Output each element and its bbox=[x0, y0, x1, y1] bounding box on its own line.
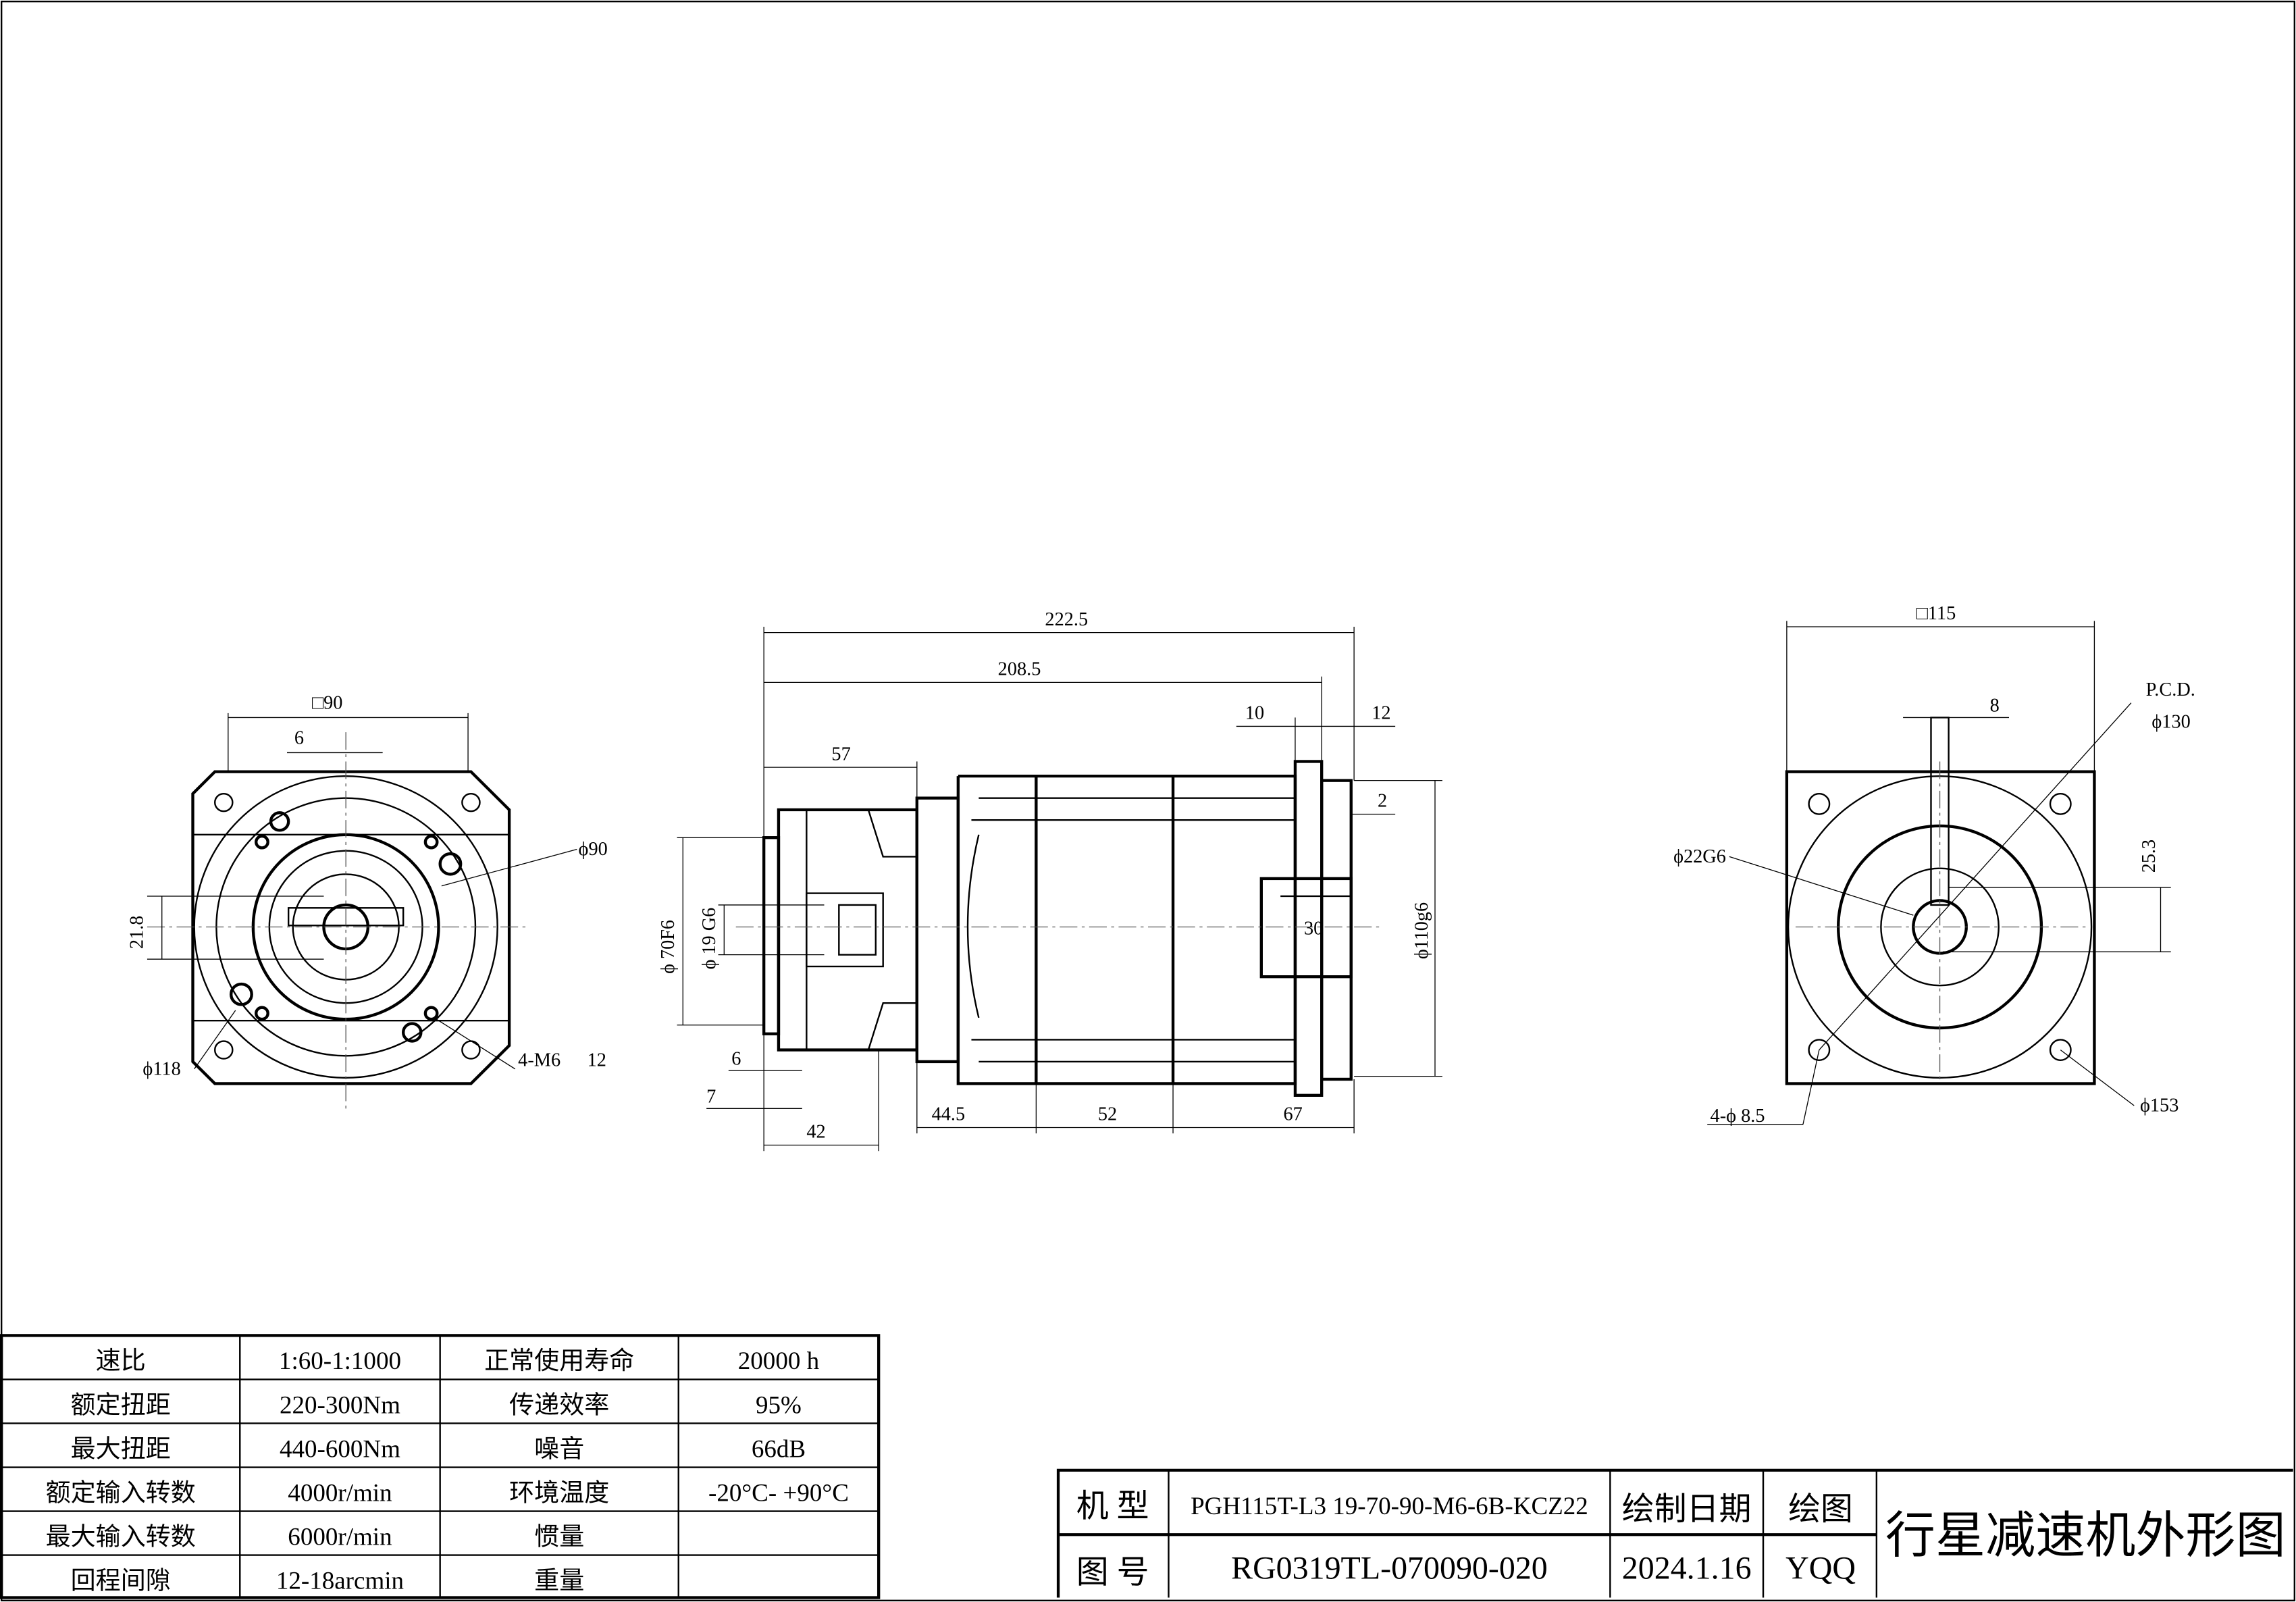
number-label: 图 号 bbox=[1076, 1555, 1149, 1591]
date-label: 绘制日期 bbox=[1622, 1492, 1752, 1528]
dim-front-thread: 4-M6 bbox=[518, 1050, 560, 1071]
drawer-label: 绘图 bbox=[1788, 1492, 1853, 1528]
spec-value: 12-18arcmin bbox=[276, 1567, 404, 1595]
spec-value: 4000r/min bbox=[288, 1478, 392, 1506]
spec-label: 惯量 bbox=[534, 1523, 584, 1551]
dim-front-depth: 12 bbox=[588, 1050, 606, 1071]
dim-rear-key-height: 25.3 bbox=[2139, 839, 2160, 873]
dim-7: 7 bbox=[706, 1087, 716, 1108]
spec-label: 环境温度 bbox=[509, 1478, 609, 1506]
spec-label: 最大扭距 bbox=[71, 1435, 171, 1462]
spec-label: 正常使用寿命 bbox=[484, 1347, 634, 1374]
dim-10: 10 bbox=[1245, 703, 1264, 724]
spec-value: 66dB bbox=[752, 1435, 806, 1462]
dim-front-dia-118: ϕ118 bbox=[142, 1059, 180, 1080]
dim-pcd: ϕ130 bbox=[2151, 712, 2190, 733]
spec-label: 重量 bbox=[534, 1567, 584, 1595]
dim-front-key-width: 6 bbox=[294, 728, 304, 749]
drawing-title: 行星减速机外形图 bbox=[1885, 1507, 2286, 1563]
dim-12: 12 bbox=[1372, 703, 1390, 724]
dim-pcd-label: P.C.D. bbox=[2146, 679, 2195, 700]
spec-value: 95% bbox=[756, 1391, 802, 1418]
drawing-number: RG0319TL-070090-020 bbox=[1231, 1550, 1548, 1586]
dim-rear-square: □115 bbox=[1916, 603, 1956, 624]
dim-length-208: 208.5 bbox=[998, 659, 1041, 680]
drawing-date: 2024.1.16 bbox=[1622, 1550, 1752, 1586]
dim-rear-dia-153: ϕ153 bbox=[2140, 1095, 2178, 1116]
spec-value: 1:60-1:1000 bbox=[279, 1347, 401, 1374]
dim-6: 6 bbox=[731, 1048, 741, 1069]
dim-dia-70: ϕ 70F6 bbox=[658, 920, 679, 974]
title-block: 机 型 PGH115T-L3 19-70-90-M6-6B-KCZ22 绘制日期… bbox=[1056, 1468, 2293, 1598]
model-value: PGH115T-L3 19-70-90-M6-6B-KCZ22 bbox=[1191, 1492, 1588, 1520]
spec-label: 传递效率 bbox=[509, 1391, 609, 1418]
dim-57: 57 bbox=[831, 744, 850, 765]
spec-label: 回程间隙 bbox=[71, 1567, 171, 1595]
spec-label: 最大输入转数 bbox=[46, 1523, 196, 1551]
dim-total-length: 222.5 bbox=[1045, 609, 1088, 630]
rear-view: □115 8 P.C.D. ϕ130 ϕ22G6 25.3 4-ϕ 8.5 ϕ1… bbox=[1673, 603, 2195, 1127]
dim-67: 67 bbox=[1284, 1104, 1303, 1125]
dim-42: 42 bbox=[806, 1122, 825, 1143]
dim-dia-19: ϕ 19 G6 bbox=[699, 908, 720, 970]
dim-front-key-height: 21.8 bbox=[126, 916, 147, 949]
dim-2: 2 bbox=[1378, 791, 1387, 812]
spec-table: 速比 1:60-1:1000 正常使用寿命 20000 h 额定扭距 220-3… bbox=[0, 1334, 881, 1599]
front-view: □90 6 21.8 ϕ90 ϕ118 4-M6 12 bbox=[126, 692, 608, 1113]
drawer-name: YQQ bbox=[1785, 1550, 1856, 1586]
spec-value: 220-300Nm bbox=[280, 1391, 400, 1418]
dim-front-square: □90 bbox=[312, 692, 342, 713]
spec-value: 440-600Nm bbox=[280, 1435, 400, 1462]
spec-label: 噪音 bbox=[534, 1435, 584, 1462]
spec-value: -20°C- +90°C bbox=[708, 1478, 849, 1506]
spec-value: 6000r/min bbox=[288, 1523, 392, 1551]
spec-label: 速比 bbox=[96, 1347, 146, 1374]
dim-rear-shaft: ϕ22G6 bbox=[1673, 846, 1726, 867]
dim-rear-holes: 4-ϕ 8.5 bbox=[1711, 1106, 1765, 1127]
spec-value: 20000 h bbox=[738, 1347, 819, 1374]
dim-30: 30 bbox=[1304, 918, 1323, 939]
dim-rear-key-width: 8 bbox=[1990, 696, 2000, 717]
model-label: 机 型 bbox=[1076, 1489, 1149, 1524]
spec-label: 额定扭距 bbox=[71, 1391, 171, 1418]
dim-44-5: 44.5 bbox=[932, 1104, 966, 1125]
side-view: 222.5 208.5 57 10 12 2 30 ϕ110g6 ϕ 70F6 … bbox=[658, 609, 1442, 1152]
spec-label: 额定输入转数 bbox=[46, 1478, 196, 1506]
dim-52: 52 bbox=[1098, 1104, 1117, 1125]
dim-dia-110: ϕ110g6 bbox=[1411, 902, 1432, 959]
dim-front-dia-90: ϕ90 bbox=[579, 839, 608, 860]
